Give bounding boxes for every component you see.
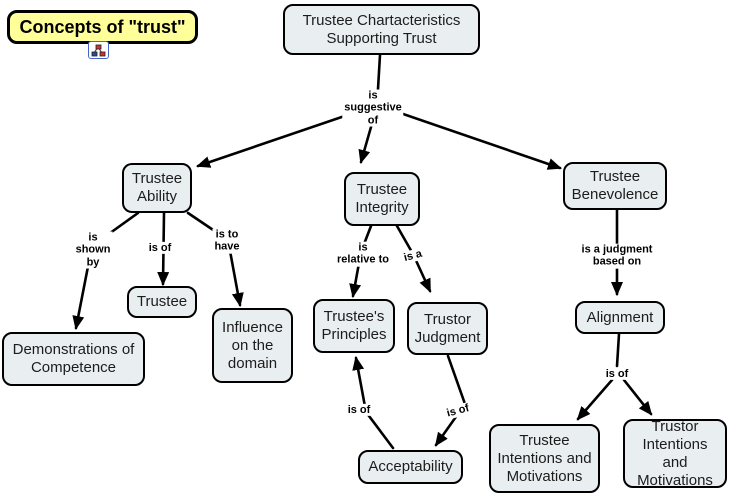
- node-acceptability[interactable]: Acceptability: [358, 450, 463, 484]
- node-influence-on-domain[interactable]: Influence on the domain: [212, 308, 293, 383]
- link-label-is-of-ability[interactable]: is of: [146, 241, 174, 255]
- concept-map-icon-glyph: [91, 44, 106, 56]
- node-trustor-judgment[interactable]: Trustor Judgment: [407, 302, 488, 355]
- link-label-is-to-have[interactable]: is to have: [212, 228, 242, 254]
- link-label-is-shown-by[interactable]: is shown by: [73, 231, 113, 269]
- link-label-is-of-acceptability-left[interactable]: is of: [345, 403, 373, 417]
- node-alignment[interactable]: Alignment: [575, 301, 665, 334]
- node-demonstrations-of-competence[interactable]: Demonstrations of Competence: [2, 332, 145, 386]
- concept-map-icon[interactable]: [88, 41, 109, 59]
- node-trustee-ability[interactable]: Trustee Ability: [122, 163, 192, 213]
- node-trustees-principles[interactable]: Trustee's Principles: [313, 299, 395, 353]
- node-trustee-intentions[interactable]: Trustee Intentions and Motivations: [489, 424, 600, 493]
- node-trustee-characteristics[interactable]: Trustee Chartacteristics Supporting Trus…: [283, 4, 480, 55]
- node-trustee-integrity[interactable]: Trustee Integrity: [344, 172, 420, 226]
- node-trustee-benevolence[interactable]: Trustee Benevolence: [563, 162, 667, 210]
- node-trustor-intentions[interactable]: Trustor Intentions and Motivations: [623, 418, 727, 489]
- link-label-is-relative-to[interactable]: is relative to: [335, 241, 391, 267]
- link-label-is-suggestive-of[interactable]: is suggestive of: [342, 89, 404, 127]
- map-title[interactable]: Concepts of "trust": [7, 10, 198, 44]
- node-trustee[interactable]: Trustee: [127, 286, 197, 318]
- link-label-is-of-alignment[interactable]: is of: [603, 367, 631, 381]
- link-label-is-a-judgment-based-on[interactable]: is a judgment based on: [579, 243, 655, 269]
